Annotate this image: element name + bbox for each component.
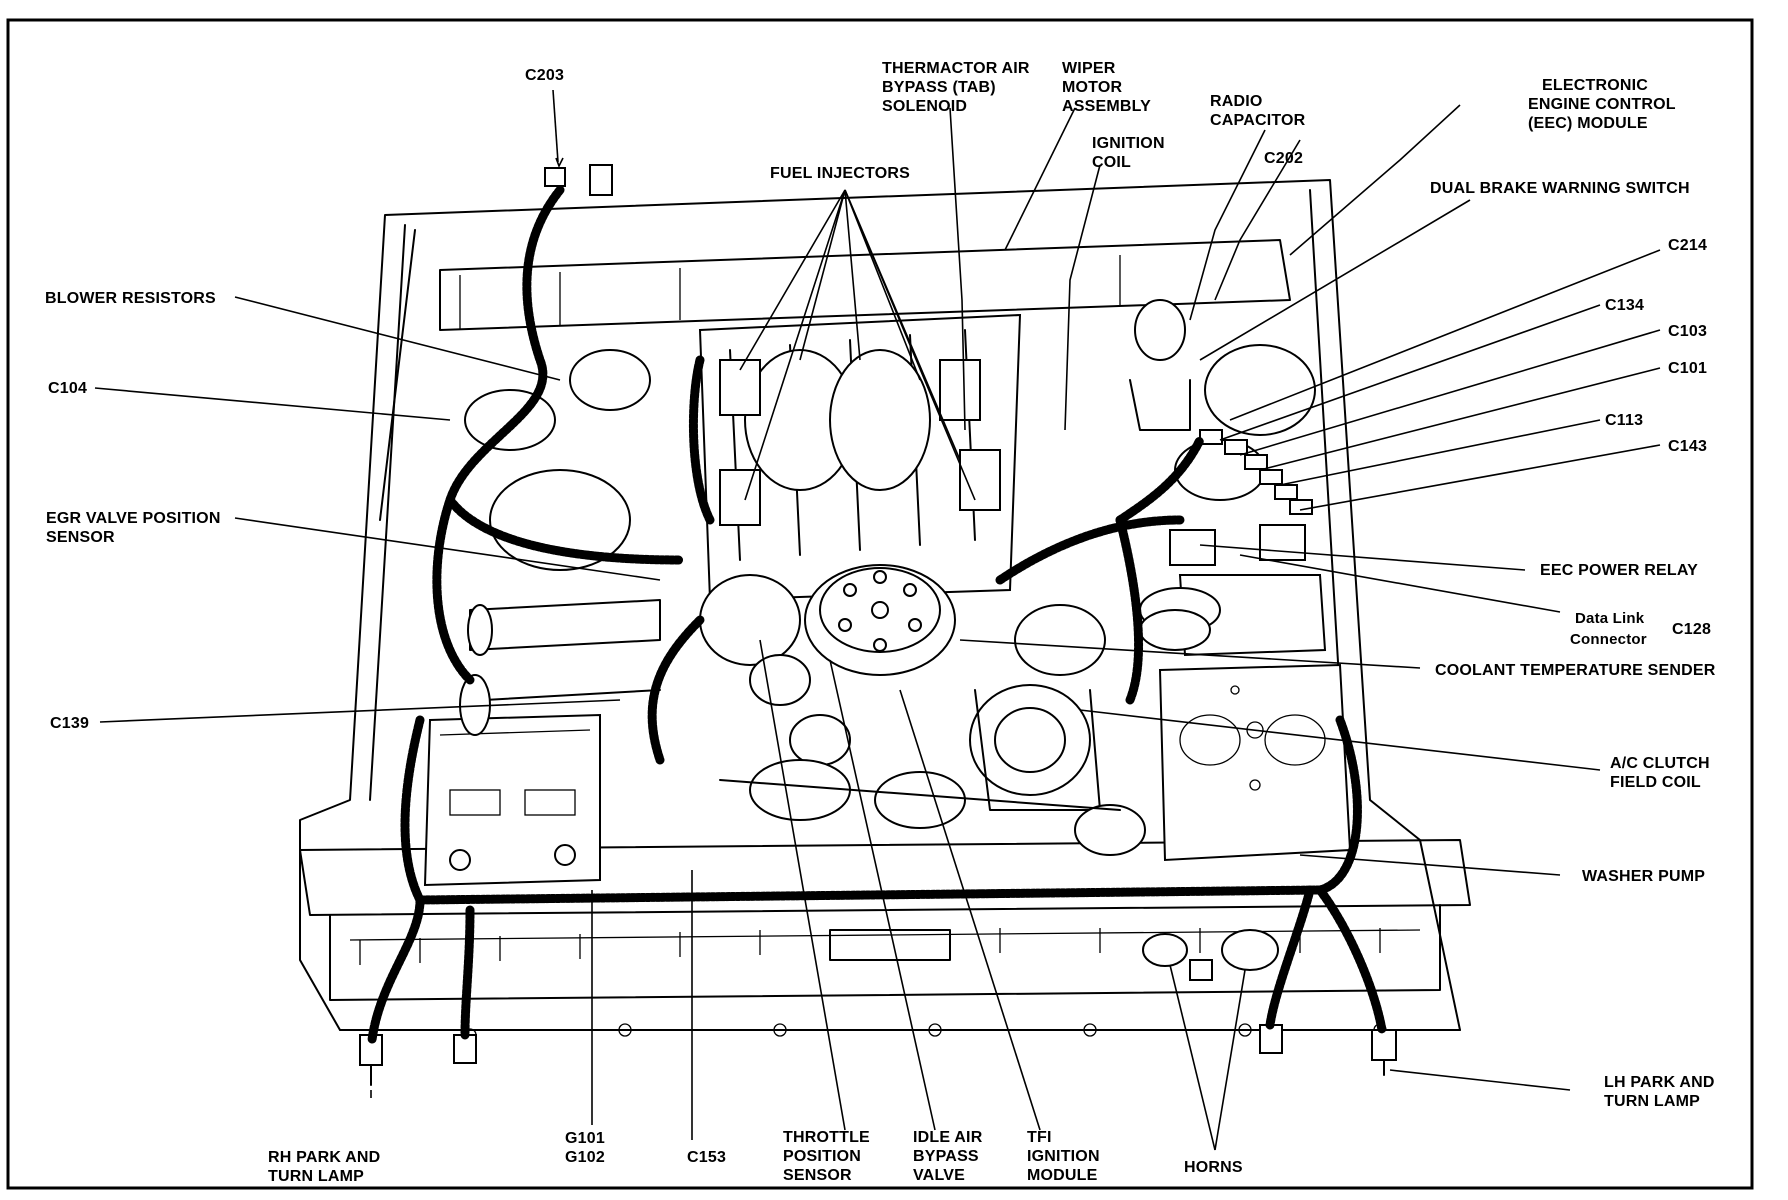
label-rh-park-and-turn-lamp: RH PARK AND TURN LAMP: [268, 1149, 385, 1185]
label-fuel-injectors: FUEL INJECTORS: [770, 165, 910, 182]
label-idle-air-line-1: IDLE AIR: [913, 1129, 983, 1146]
label-g102: G102: [565, 1149, 605, 1166]
rh-park-lamp: [359, 1034, 477, 1086]
engine-illustration: [299, 164, 1471, 1086]
label-throttle-position-sensor: THROTTLE POSITION SENSOR: [783, 1129, 875, 1184]
label-throttle-line-1: THROTTLE: [783, 1129, 870, 1146]
label-radio-line-1: RADIO: [1210, 93, 1263, 110]
label-lh-park-line-2: TURN LAMP: [1604, 1093, 1700, 1110]
label-data-link-line-1: Data Link: [1575, 610, 1645, 627]
label-c214: C214: [1668, 237, 1707, 254]
wiring-harness: [367, 185, 1387, 1045]
label-c113: C113: [1605, 412, 1643, 429]
label-c153: C153: [687, 1149, 726, 1166]
label-g101-g102: G101 G102: [565, 1130, 610, 1166]
label-c143: C143: [1668, 438, 1707, 455]
diagram-border: [6, 18, 1754, 1190]
label-idle-air-line-3: VALVE: [913, 1167, 965, 1184]
c203-connector: [544, 164, 613, 196]
label-idle-air-bypass-valve: IDLE AIR BYPASS VALVE: [913, 1129, 987, 1184]
label-tfi-ignition-module: TFI IGNITION MODULE: [1027, 1129, 1104, 1184]
label-thermactor-line-1: THERMACTOR AIR: [882, 60, 1030, 77]
label-radio-line-2: CAPACITOR: [1210, 112, 1306, 129]
label-blower-resistors: BLOWER RESISTORS: [45, 290, 216, 307]
label-rh-park-line-2: TURN LAMP: [268, 1168, 364, 1185]
label-wiper-line-2: MOTOR: [1062, 79, 1123, 96]
label-ac-clutch-field-coil: A/C CLUTCH FIELD COIL: [1610, 755, 1714, 791]
label-lh-park-line-1: LH PARK AND: [1604, 1074, 1715, 1091]
label-egr-valve-position-sensor: EGR VALVE POSITION SENSOR: [46, 510, 225, 546]
label-coolant-temperature-sender: COOLANT TEMPERATURE SENDER: [1435, 662, 1716, 679]
label-thermactor-air-bypass-solenoid: THERMACTOR AIR BYPASS (TAB) SOLENOID: [882, 60, 1034, 115]
label-eec-module-line-3: (EEC) MODULE: [1528, 115, 1648, 132]
label-egr-line-1: EGR VALVE POSITION: [46, 510, 221, 527]
label-dual-brake-warning-switch: DUAL BRAKE WARNING SWITCH: [1430, 180, 1690, 197]
label-c203: C203: [525, 67, 564, 84]
label-rh-park-line-1: RH PARK AND: [268, 1149, 380, 1166]
air-intake: [459, 349, 661, 736]
label-eec-module-line-2: ENGINE CONTROL: [1528, 96, 1676, 113]
label-tfi-line-2: IGNITION: [1027, 1148, 1100, 1165]
label-c134: C134: [1605, 297, 1644, 314]
label-data-link-line-2: Connector: [1570, 631, 1647, 648]
label-egr-line-2: SENSOR: [46, 529, 115, 546]
bumper-holes: [463, 1023, 1387, 1042]
label-ignition-coil: IGNITION COIL: [1092, 135, 1169, 171]
label-eec-module-line-1: ELECTRONIC: [1542, 77, 1648, 94]
label-thermactor-line-2: BYPASS (TAB): [882, 79, 996, 96]
label-c128: C128: [1672, 621, 1711, 638]
leader-lines: [94, 89, 1661, 1151]
horns: [1142, 929, 1279, 981]
label-c104: C104: [48, 380, 87, 397]
intake-manifold: [698, 313, 1022, 602]
label-c103: C103: [1668, 323, 1707, 340]
label-wiper-line-1: WIPER: [1062, 60, 1116, 77]
ac-compressor: [969, 604, 1106, 811]
label-lh-park-and-turn-lamp: LH PARK AND TURN LAMP: [1604, 1074, 1719, 1110]
lh-park-lamp: [1259, 1024, 1397, 1076]
label-c202: C202: [1264, 150, 1303, 167]
label-ignition-coil-line-1: IGNITION: [1092, 135, 1165, 152]
label-eec-power-relay: EEC POWER RELAY: [1540, 562, 1698, 579]
label-c101: C101: [1668, 360, 1707, 377]
label-tfi-line-3: MODULE: [1027, 1167, 1098, 1184]
label-throttle-line-2: POSITION: [783, 1148, 861, 1165]
radiator-support-slots: [359, 928, 1381, 965]
label-radio-capacitor: RADIO CAPACITOR: [1210, 93, 1306, 129]
label-wiper-motor-assembly: WIPER MOTOR ASSEMBLY: [1062, 60, 1151, 115]
label-idle-air-line-2: BYPASS: [913, 1148, 979, 1165]
label-wiper-line-3: ASSEMBLY: [1062, 98, 1151, 115]
pulleys: [719, 759, 1146, 856]
lh-components: [1129, 299, 1327, 657]
label-eec-module: ELECTRONIC ENGINE CONTROL (EEC) MODULE: [1528, 77, 1680, 132]
label-g101: G101: [565, 1130, 605, 1147]
label-tfi-line-1: TFI: [1027, 1129, 1052, 1146]
distributor: [804, 564, 956, 676]
label-ac-clutch-line-2: FIELD COIL: [1610, 774, 1701, 791]
label-ignition-coil-line-2: COIL: [1092, 154, 1131, 171]
label-washer-pump: WASHER PUMP: [1582, 868, 1705, 885]
labels: C203 THERMACTOR AIR BYPASS (TAB) SOLENOI…: [45, 60, 1719, 1185]
washer-reservoir: [1158, 663, 1352, 862]
connector-cluster: [1199, 429, 1313, 515]
label-thermactor-line-3: SOLENOID: [882, 98, 967, 115]
label-data-link-connector: Data Link Connector: [1570, 610, 1649, 648]
label-horns: HORNS: [1184, 1159, 1243, 1176]
label-throttle-line-3: SENSOR: [783, 1167, 852, 1184]
battery: [423, 713, 601, 887]
label-ac-clutch-line-1: A/C CLUTCH: [1610, 755, 1710, 772]
label-c139: C139: [50, 715, 89, 732]
